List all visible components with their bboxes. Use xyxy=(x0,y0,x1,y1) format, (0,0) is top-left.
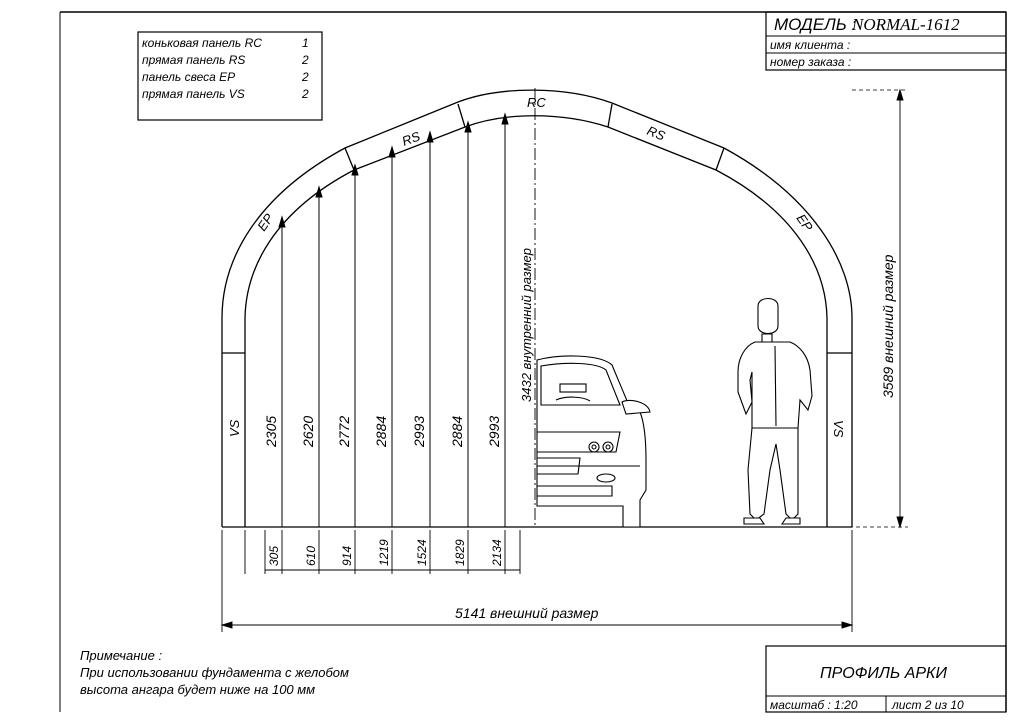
legend-row-ep-qty: 2 xyxy=(301,70,309,84)
height-value: 2772 xyxy=(336,416,352,448)
offset-value: 914 xyxy=(340,546,354,566)
person-illustration xyxy=(737,297,813,525)
panel-label-ep-right: EP xyxy=(794,211,816,234)
inner-dimension-label: 3432 внутренний размер xyxy=(519,248,534,402)
offset-value: 2134 xyxy=(490,539,504,567)
sheet-label: лист 2 из 10 xyxy=(891,698,964,712)
legend-row-rc-qty: 1 xyxy=(302,36,309,50)
title-block: МОДЕЛЬ : NORMAL-1612 имя клиента : номер… xyxy=(765,11,1007,71)
height-value: 2884 xyxy=(449,416,465,448)
panel-label-vs-left: VS xyxy=(227,419,242,437)
height-dimension xyxy=(896,88,904,529)
offset-value: 1829 xyxy=(453,539,467,566)
offset-values: 305 610 914 1219 1524 1829 2134 xyxy=(267,539,504,567)
offset-value: 1219 xyxy=(377,539,391,566)
note-line-1: При использовании фундамента с желобом xyxy=(80,665,349,680)
legend-row-ep-name: панель свеса EP xyxy=(142,70,235,84)
legend-row-rs-qty: 2 xyxy=(301,53,309,67)
panel-label-ep-left: EP xyxy=(254,211,276,234)
note-heading: Примечание : xyxy=(80,648,162,663)
offset-dimensions xyxy=(244,530,521,574)
height-values: 2305 2620 2772 2884 2993 2884 2993 xyxy=(263,416,502,448)
height-value: 2884 xyxy=(373,416,389,448)
width-dimension xyxy=(220,530,854,632)
scale-label: масштаб : 1:20 xyxy=(770,698,858,712)
height-dimensions xyxy=(278,112,509,527)
offset-value: 305 xyxy=(267,546,281,566)
legend-row-rc-name: коньковая панель RC xyxy=(142,36,262,50)
client-label: имя клиента : xyxy=(770,38,850,52)
height-value: 2993 xyxy=(486,416,502,448)
offset-value: 1524 xyxy=(415,539,429,566)
panel-label-rc: RC xyxy=(527,95,546,110)
panel-label-rs-right: RS xyxy=(645,123,668,144)
footer-title-block: ПРОФИЛЬ АРКИ масштаб : 1:20 лист 2 из 10 xyxy=(765,645,1007,713)
panel-labels: RC RS RS EP EP VS VS xyxy=(227,95,846,438)
ground-lines xyxy=(222,89,908,528)
legend-row-vs-name: прямая панель VS xyxy=(142,87,245,101)
height-value: 2993 xyxy=(411,416,427,448)
panel-label-vs-right: VS xyxy=(831,420,846,438)
arch-shell xyxy=(221,89,853,527)
order-label: номер заказа : xyxy=(770,55,851,69)
profile-title: ПРОФИЛЬ АРКИ xyxy=(820,665,947,682)
height-value: 2305 xyxy=(263,416,279,448)
outer-height-label: 3589 внешний размер xyxy=(880,254,896,398)
legend-row-vs-qty: 2 xyxy=(301,87,309,101)
outer-width-label: 5141 внешний размер xyxy=(455,605,599,621)
model-name: NORMAL-1612 xyxy=(851,15,960,34)
panel-legend: коньковая панель RC 1 прямая панель RS 2… xyxy=(137,31,323,121)
center-line: 3432 внутренний размер xyxy=(519,88,536,527)
offset-value: 610 xyxy=(304,546,318,566)
model-label: МОДЕЛЬ : xyxy=(774,15,857,34)
panel-label-rs-left: RS xyxy=(400,128,422,148)
height-value: 2620 xyxy=(300,416,316,448)
note-block: Примечание : При использовании фундамент… xyxy=(80,648,349,697)
legend-row-rs-name: прямая панель RS xyxy=(142,53,245,67)
note-line-2: высота ангара будет ниже на 100 мм xyxy=(80,682,315,697)
car-illustration xyxy=(536,355,651,528)
